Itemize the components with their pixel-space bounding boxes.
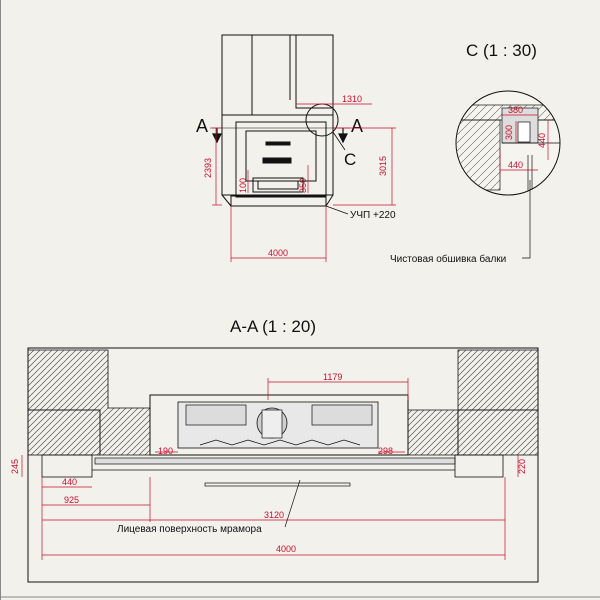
detail-c-label: C (344, 150, 356, 169)
dim-2393: 2393 (203, 158, 213, 178)
dim-1179: 1179 (323, 372, 342, 382)
dim-925: 925 (64, 495, 79, 505)
dim-380: 380 (508, 105, 523, 115)
dim-245: 245 (10, 459, 20, 474)
burner-unit (252, 177, 304, 193)
note-finish: Чистовая обшивка балки (390, 253, 506, 265)
dim-3015: 3015 (378, 156, 388, 176)
front-view-dimensions (212, 103, 396, 262)
firebox-wall (221, 114, 334, 196)
dim-100: 100 (238, 178, 248, 193)
uchp-leader (325, 205, 349, 215)
dim-298: 298 (378, 446, 393, 456)
section-aa-title: A-A (1 : 20) (230, 317, 316, 336)
section-frame (27, 347, 539, 583)
section-markers (210, 127, 350, 144)
dim-350: 350 (298, 178, 308, 193)
dim-220: 220 (517, 459, 527, 474)
firebox-opening (235, 121, 327, 198)
note-uchp: УЧП +220 (350, 210, 396, 221)
dim-1310: 1310 (342, 94, 362, 104)
note-marble: Лицевая поверхность мрамора (117, 524, 262, 535)
marble-leader (284, 479, 301, 528)
base-slab (230, 195, 327, 207)
section-aa-view (27, 347, 539, 583)
glass-panel (94, 457, 456, 465)
dim-440-section: 440 (62, 477, 77, 487)
finish-leader (522, 180, 531, 259)
chimney-hood (221, 34, 334, 116)
front-view (221, 34, 334, 207)
dim-300: 300 (504, 125, 514, 140)
dim-190: 190 (158, 446, 173, 456)
section-a-left-label: A (196, 116, 208, 136)
dim-3120: 3120 (264, 510, 284, 520)
dim-4000-section: 4000 (276, 544, 296, 554)
dim-4000-front: 4000 (268, 248, 288, 258)
section-dimensions (21, 378, 519, 560)
dim-440-horizontal: 440 (508, 160, 523, 170)
detail-c-view: 380 300 440 440 (455, 90, 561, 196)
dim-440-vertical: 440 (537, 133, 547, 148)
section-a-right-label: A (351, 116, 363, 136)
view-c-title: C (1 : 30) (466, 41, 537, 60)
